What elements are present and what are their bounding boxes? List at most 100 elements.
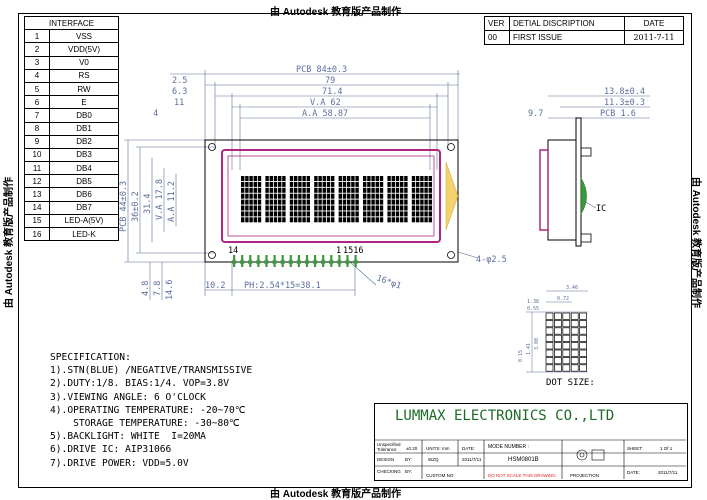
lcd-dot — [342, 193, 347, 199]
lcd-dot — [400, 211, 404, 217]
lcd-dot — [351, 211, 355, 217]
lcd-dot — [282, 211, 286, 217]
lcd-dot — [278, 199, 282, 205]
pin-signal: E — [49, 95, 119, 110]
dim-pitch: PH:2.54*15=38.1 — [244, 281, 321, 291]
lcd-dot — [342, 199, 347, 205]
lcd-dot — [371, 187, 375, 193]
lcd-dot — [395, 211, 400, 217]
lcd-dot — [395, 176, 400, 181]
lcd-dot — [249, 205, 253, 211]
lcd-dot — [331, 176, 335, 181]
lcd-dot — [363, 217, 367, 223]
lcd-dot — [347, 211, 351, 217]
dot-h1: 0.15 — [518, 350, 524, 362]
connector-pin — [289, 255, 292, 267]
lcd-dot — [322, 199, 326, 205]
dim-79: 79 — [325, 76, 335, 86]
lcd-dot — [387, 176, 391, 181]
dot-size-cell — [579, 334, 587, 342]
dim-314: 31.4 — [143, 194, 153, 214]
lcd-dot — [278, 217, 282, 223]
lcd-dot — [265, 181, 269, 187]
lcd-dot — [367, 199, 371, 205]
lcd-dot — [241, 181, 245, 187]
lcd-dot — [363, 211, 367, 217]
lcd-dot — [424, 211, 428, 217]
lcd-dot — [253, 217, 257, 223]
lcd-dot — [428, 205, 432, 211]
lcd-dot — [257, 199, 262, 205]
lcd-dot — [269, 217, 273, 223]
lcd-dot — [257, 187, 262, 193]
lcd-dot — [338, 217, 342, 223]
dot-size-cell — [579, 357, 587, 365]
dim-102: 10.2 — [205, 281, 225, 291]
lcd-dot — [298, 181, 302, 187]
lcd-dot — [314, 187, 318, 193]
lcd-dot — [363, 176, 367, 181]
lcd-dot — [314, 211, 318, 217]
lcd-dot — [241, 205, 245, 211]
lcd-dot — [411, 211, 416, 217]
lcd-dot — [331, 217, 335, 223]
lcd-dot — [289, 181, 294, 187]
connector-pin — [281, 255, 284, 267]
lcd-dot — [257, 211, 262, 217]
lcd-dot — [322, 217, 326, 223]
lcd-dot — [289, 193, 294, 199]
lcd-dot — [289, 211, 294, 217]
lcd-dot — [351, 199, 355, 205]
lcd-dot — [331, 211, 335, 217]
lcd-dot — [294, 187, 298, 193]
dim-4: 4 — [153, 109, 158, 119]
lcd-dot — [404, 217, 408, 223]
lcd-dot — [331, 205, 335, 211]
lcd-dot — [269, 176, 273, 181]
lcd-dot — [404, 181, 408, 187]
dot-size-cell — [554, 320, 562, 328]
checking-label: CHECKING — [377, 469, 401, 474]
dot-size-cell — [554, 364, 562, 372]
dot-size-cell — [579, 349, 587, 357]
do-not-scale: DO NOT SCALE THIS DRAWING. — [488, 473, 557, 478]
lcd-dot — [404, 193, 408, 199]
projection-label: PROJECTION — [570, 473, 600, 478]
lcd-dot — [411, 193, 416, 199]
lcd-dot — [318, 205, 322, 211]
lcd-dot — [420, 181, 424, 187]
lcd-dot — [400, 176, 404, 181]
pin-signal: V0 — [49, 55, 119, 70]
pin-hole — [328, 259, 334, 265]
lcd-dot — [347, 181, 351, 187]
lcd-dot — [411, 176, 416, 181]
lcd-dot — [265, 199, 269, 205]
connector-pin — [330, 255, 333, 267]
lcd-dot — [278, 176, 282, 181]
lcd-dot — [400, 205, 404, 211]
date2-value: 2011/7/11 — [658, 470, 678, 475]
lcd-dot — [282, 181, 286, 187]
dot-size-label: DOT SIZE: — [546, 378, 595, 388]
lcd-dot — [338, 187, 342, 193]
tolerance-value: ±0.20 — [406, 446, 418, 451]
lcd-dot — [326, 217, 331, 223]
lcd-dot — [375, 211, 379, 217]
lcd-dot — [265, 205, 269, 211]
dim-36: 36±0.2 — [131, 191, 141, 222]
lcd-dot — [342, 217, 347, 223]
lcd-dot — [355, 187, 359, 193]
lcd-dot — [400, 187, 404, 193]
dim-pcb-width: PCB 84±0.3 — [296, 65, 347, 75]
lcd-dot — [416, 176, 420, 181]
lcd-dot — [298, 187, 302, 193]
lcd-dot — [371, 199, 375, 205]
lcd-dot — [253, 193, 257, 199]
dot-size-cell — [579, 327, 587, 335]
dot-w1: 3.46 — [566, 285, 578, 291]
connector-pin — [305, 255, 309, 267]
lcd-dot — [241, 176, 245, 181]
